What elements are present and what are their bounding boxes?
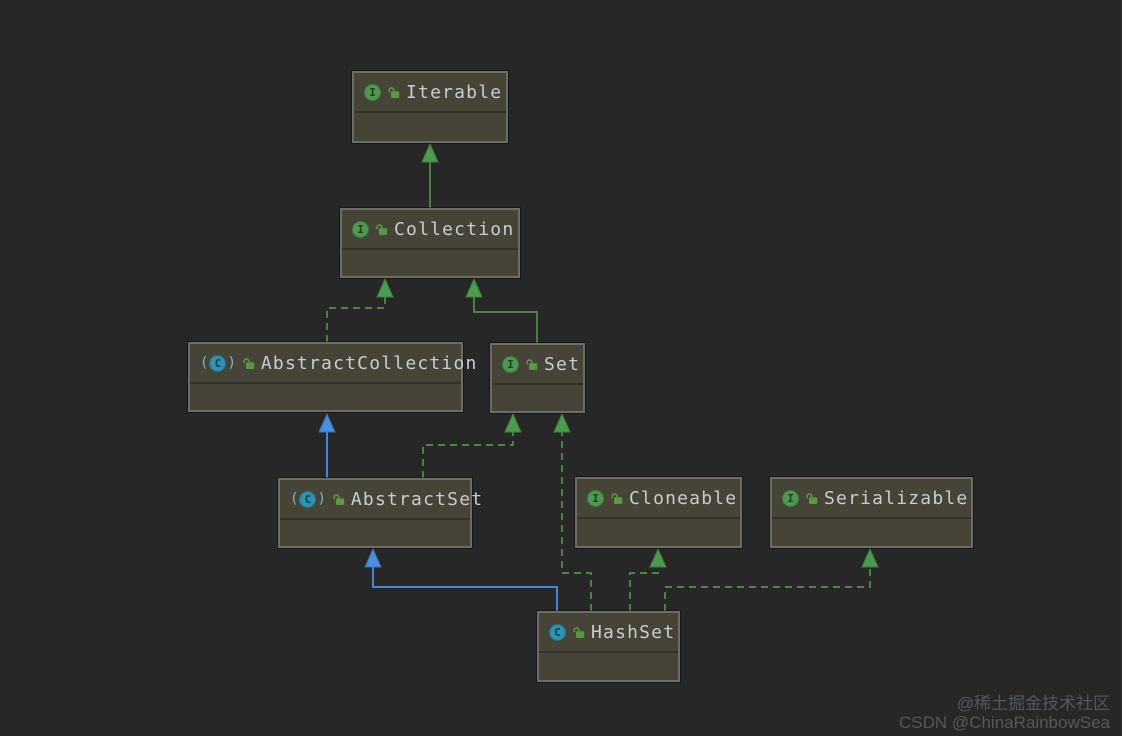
open-lock-icon: [375, 223, 388, 236]
uml-node-set[interactable]: I Set: [490, 343, 585, 413]
node-title-abstract-collection: C AbstractCollection: [190, 344, 476, 384]
node-title-hashset: C HashSet: [539, 613, 678, 653]
edge-hashset-abstractset: [372, 567, 558, 611]
node-label: AbstractSet: [350, 488, 484, 510]
node-title-abstract-set: C AbstractSet: [280, 480, 482, 520]
open-lock-icon: [572, 626, 585, 639]
node-label: AbstractCollection: [260, 352, 478, 374]
open-lock-icon: [525, 358, 538, 371]
edge-abstractset-set: [422, 432, 514, 478]
watermark: @稀土掘金技术社区 CSDN @ChinaRainbowSea: [899, 694, 1110, 732]
interface-icon: I: [364, 83, 381, 101]
arrowhead-set-right: [553, 412, 571, 433]
node-label: Cloneable: [629, 487, 738, 509]
open-lock-icon: [332, 493, 345, 506]
abstract-class-icon: C: [200, 354, 236, 372]
open-lock-icon: [242, 357, 255, 370]
arrowhead-collection-left: [376, 277, 394, 298]
node-title-iterable: I Iterable: [354, 73, 506, 113]
uml-node-abstract-set[interactable]: C AbstractSet: [278, 478, 482, 548]
node-label: Serializable: [824, 487, 969, 509]
interface-icon: I: [502, 355, 519, 373]
edge-hashset-serializable: [664, 567, 871, 611]
interface-icon: I: [587, 489, 604, 507]
uml-node-serializable[interactable]: I Serializable: [770, 477, 973, 548]
edge-set-collection: [473, 297, 538, 343]
edge-hashset-cloneable: [629, 567, 659, 611]
open-lock-icon: [610, 492, 623, 505]
node-title-set: I Set: [492, 345, 583, 385]
class-icon: C: [549, 623, 566, 641]
watermark-line1: @稀土掘金技术社区: [956, 694, 1110, 713]
arrowhead-abstractset: [364, 547, 382, 568]
node-title-cloneable: I Cloneable: [577, 479, 740, 519]
open-lock-icon: [387, 86, 400, 99]
arrowhead-abstractcollection: [318, 412, 336, 433]
arrowhead-iterable: [421, 142, 439, 163]
uml-node-hashset[interactable]: C HashSet: [537, 611, 680, 682]
node-label: HashSet: [591, 621, 676, 643]
watermark-line2: CSDN @ChinaRainbowSea: [899, 713, 1110, 732]
arrowhead-set-left: [504, 412, 522, 433]
node-label: Collection: [394, 218, 515, 240]
uml-node-abstract-collection[interactable]: C AbstractCollection: [188, 342, 476, 412]
uml-node-cloneable[interactable]: I Cloneable: [575, 477, 742, 548]
open-lock-icon: [805, 492, 818, 505]
abstract-class-icon: C: [290, 490, 326, 508]
edge-abstractcollection-collection: [326, 297, 386, 342]
arrowhead-cloneable: [649, 547, 667, 568]
node-label: Iterable: [406, 81, 503, 103]
interface-icon: I: [352, 220, 369, 238]
node-title-collection: I Collection: [342, 210, 518, 250]
uml-node-collection[interactable]: I Collection: [340, 208, 520, 278]
uml-node-iterable[interactable]: I Iterable: [352, 71, 508, 143]
edge-hashset-set: [561, 432, 592, 611]
interface-icon: I: [782, 489, 799, 507]
node-title-serializable: I Serializable: [772, 479, 971, 519]
node-label: Set: [544, 353, 581, 375]
arrowhead-serializable: [861, 547, 879, 568]
arrowhead-collection-right: [465, 277, 483, 298]
